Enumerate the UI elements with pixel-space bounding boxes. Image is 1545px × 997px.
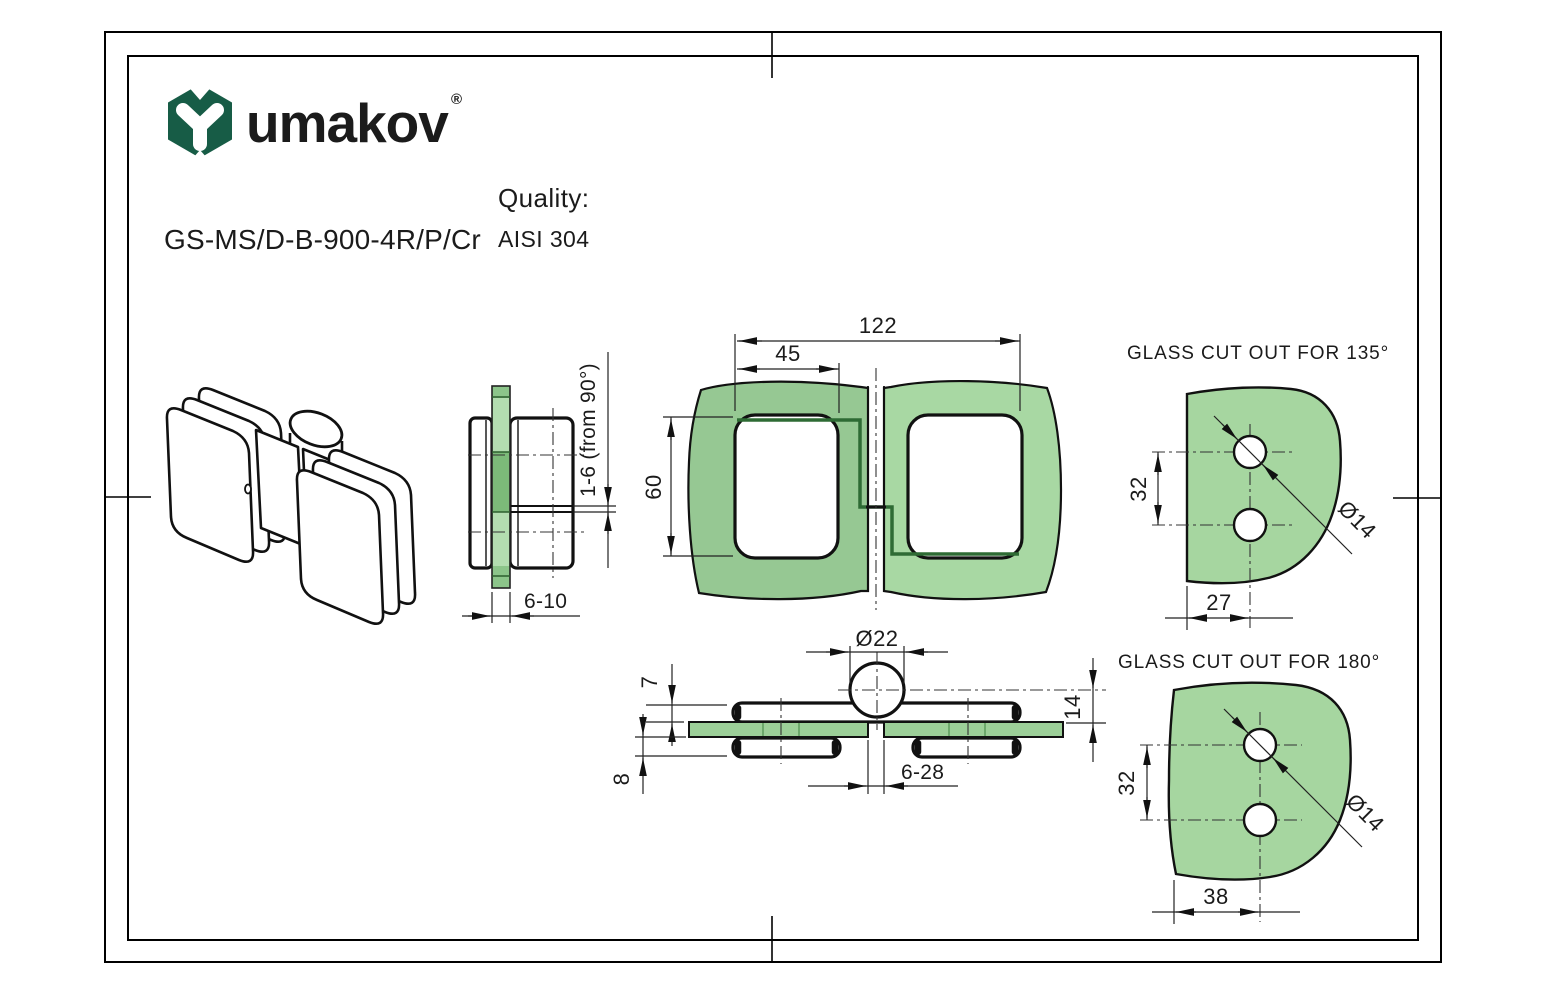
dim-135-hole-diameter-label: Ø14 <box>1333 496 1381 544</box>
dim-180-edge-distance: 38 <box>1152 880 1300 924</box>
dim-135-hole-spacing: 32 <box>1126 452 1162 525</box>
dim-adjustment-label: 1-6 (from 90°) <box>577 363 600 497</box>
product-code: GS-MS/D-B-900-4R/P/Cr <box>164 224 481 255</box>
dim-overall-width: 122 <box>734 313 1021 411</box>
dim-135-edge-distance-label: 27 <box>1206 590 1231 615</box>
dim-plate-offset: 45 <box>737 341 840 413</box>
cutout-180-hole-bottom <box>1242 802 1278 838</box>
cutout-135-glass <box>1185 386 1342 585</box>
dim-glass-gap-label: 6-28 <box>901 761 944 784</box>
side-view: 1-6 (from 90°) 6-10 <box>462 352 616 623</box>
dim-180-edge-distance-label: 38 <box>1203 884 1228 909</box>
cutout-135-view: GLASS CUT OUT FOR 135° 32 27 Ø14 <box>1126 343 1389 630</box>
registered-trademark: ® <box>451 91 462 108</box>
dim-glass-thickness-label: 6-10 <box>524 590 567 613</box>
cutout-180-glass <box>1167 681 1352 881</box>
dim-plate-height: 60 <box>641 416 733 557</box>
dim-glass-thickness: 6-10 <box>462 590 580 623</box>
brand-logo: umakov ® <box>168 77 462 158</box>
dim-180-hole-diameter-label: Ø14 <box>1341 789 1389 837</box>
plan-right-clamp <box>906 413 1024 560</box>
cutout-135-title: GLASS CUT OUT FOR 135° <box>1127 343 1389 364</box>
side-right-clamp <box>508 416 575 570</box>
dim-plate-bottom-label: 8 <box>609 773 634 786</box>
brand-name: umakov <box>246 92 449 154</box>
side-left-clamp <box>468 416 494 570</box>
dim-plate-height-label: 60 <box>641 474 666 499</box>
dim-plate-top-label: 7 <box>637 676 662 689</box>
dim-overall-width-label: 122 <box>859 313 897 338</box>
section-view: Ø22 7 8 14 <box>609 626 1106 794</box>
dim-135-hole-spacing-label: 32 <box>1126 476 1151 501</box>
dim-135-edge-distance: 27 <box>1165 586 1293 630</box>
dim-adjustment: 1-6 (from 90°) <box>573 352 616 568</box>
dim-plate-top: 7 <box>637 664 727 746</box>
dim-180-hole-spacing-label: 32 <box>1114 770 1139 795</box>
dim-180-hole-spacing: 32 <box>1114 745 1151 820</box>
sheet-frame <box>104 31 1442 963</box>
section-glass-right <box>883 721 1064 738</box>
section-glass-left <box>688 721 869 738</box>
plan-left-clamp <box>733 413 840 560</box>
section-bottom-plate-right <box>911 736 1022 759</box>
plan-view: 122 45 60 <box>641 313 1063 610</box>
quality-value: AISI 304 <box>498 226 589 252</box>
quality-label: Quality: <box>498 183 589 213</box>
brand-hexagon-icon <box>168 77 232 158</box>
isometric-view <box>165 387 417 625</box>
dim-glass-gap: 6-28 <box>808 740 958 794</box>
dim-knuckle-diameter-label: Ø22 <box>855 626 898 651</box>
dim-knuckle-diameter: Ø22 <box>806 626 948 684</box>
dim-plate-bottom: 8 <box>609 714 727 794</box>
dim-pin-to-glass-label: 14 <box>1060 694 1085 719</box>
cutout-135-hole-bottom <box>1232 507 1268 543</box>
dim-pin-to-glass: 14 <box>1060 658 1106 762</box>
side-glass-strip <box>491 385 511 589</box>
title-block: Quality: GS-MS/D-B-900-4R/P/Cr AISI 304 <box>164 183 589 255</box>
dim-plate-offset-label: 45 <box>775 341 800 366</box>
set-screw-hole <box>244 483 252 495</box>
cutout-180-title: GLASS CUT OUT FOR 180° <box>1118 652 1380 673</box>
section-bottom-plate-left <box>731 736 842 759</box>
cutout-180-view: GLASS CUT OUT FOR 180° 32 38 Ø14 <box>1114 652 1389 924</box>
